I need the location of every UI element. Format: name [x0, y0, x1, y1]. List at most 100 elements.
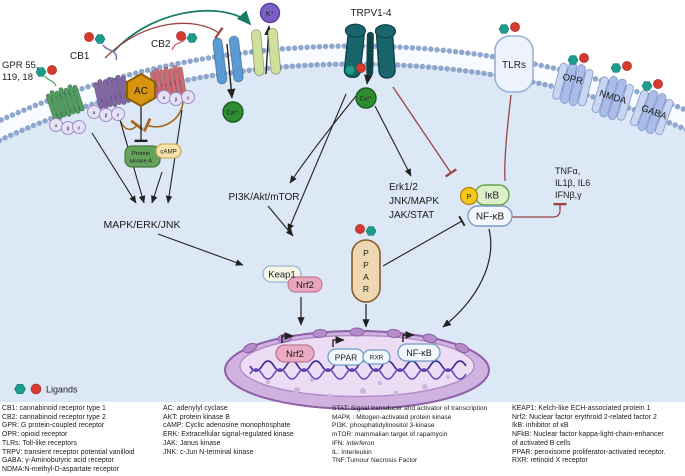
nrf2 — [287, 276, 323, 293]
g-gamma-label: γ — [78, 126, 81, 131]
g-alpha-label: α — [55, 124, 58, 129]
nrf2-label: Nrf2 — [296, 280, 314, 291]
opr-label: OPR — [561, 72, 584, 88]
dna-helix — [249, 360, 467, 380]
nucleus-rxr — [362, 349, 391, 365]
cytokines-line1: TNFα, — [555, 166, 580, 176]
nucleus-nfkb — [397, 343, 441, 362]
abbr-line: AC: adenylyl cyclase — [163, 405, 228, 412]
phospho-p — [459, 186, 479, 206]
diagram-labels: GPR 55, 119, 18 CB1 CB2 TRPV1-4 TLRs OPR… — [2, 8, 669, 231]
legend-teal-ligand-icon — [14, 383, 26, 395]
abbr-line: AKT: protein kinase B — [163, 413, 230, 421]
ifn-word: interferon — [346, 439, 375, 447]
nfkb-label: NF-κB — [476, 212, 505, 223]
cb2-g-protein: α β γ — [157, 90, 195, 106]
ppar-letter: P — [363, 248, 369, 258]
abbr-line: ERK: Extracellular signal-regulated kina… — [163, 431, 294, 439]
ca-ion-trpv — [355, 87, 377, 109]
gpr-g-protein: α β γ — [49, 118, 86, 135]
abbr-line: GPR: G protein-coupled receptor — [2, 422, 105, 430]
abbr-line-ifn: IFN: interferon — [332, 440, 487, 449]
ifn-prefix: IFN: — [332, 439, 347, 447]
abbreviation-column-4: KEAP1: Kelch-like ECH-associated protein… — [512, 405, 666, 466]
ppar — [351, 239, 381, 303]
ca-to-pi3k-arrow — [289, 95, 357, 184]
tlrs-receptor — [494, 35, 534, 93]
ppar-letter: R — [363, 284, 369, 294]
abbr-line: JNK: c-Jun N-terminal kinase — [163, 448, 254, 456]
cb2-ligands — [176, 31, 198, 43]
ligand-legend: Ligands — [14, 383, 78, 395]
abbreviation-column-2: AC: adenylyl cyclase AKT: protein kinase… — [163, 405, 294, 457]
abbr-line: NFkB: Nuclear factor kappa-light-chain-e… — [512, 431, 664, 439]
ppar-letter: P — [363, 260, 369, 270]
pi3k-akt-mtor-label: PI3K/Akt/mTOR — [229, 192, 300, 203]
ca-ion-label: Ca²⁺ — [360, 96, 373, 103]
g-beta-label: β — [67, 126, 70, 132]
abbr-line: of activated B cells — [512, 439, 571, 447]
mapk-to-keap1-arrow — [157, 233, 244, 266]
erk-block-line3: JAK/STAT — [389, 210, 434, 221]
abbr-line: Nrf2: Nuclear factor erythroid 2-related… — [512, 413, 657, 421]
k-ion-label: K⁺ — [266, 10, 275, 18]
abbr-line: PI3K: phosphatidylinositol 3-kinase — [332, 422, 435, 430]
abbr-line: RXR: retinoid X receptor — [512, 457, 588, 465]
abbr-line: IL: Interleukin — [332, 448, 372, 456]
pathway-arrows — [91, 9, 567, 328]
tlrs-ligands — [498, 22, 520, 34]
abbr-line: TLRs: Toll-like receptors — [2, 439, 78, 447]
abbr-line: mTOR: mammalian target of rapamycin — [332, 431, 448, 439]
camp — [155, 143, 182, 159]
gpr-nterminal-tail — [44, 75, 57, 87]
ca-influx-arrow — [226, 43, 236, 99]
p-label: P — [466, 192, 471, 201]
ca-to-erk-arrow — [374, 105, 412, 177]
ca-ion-label: Ca²⁺ — [227, 110, 240, 117]
abbreviation-column-1: CB1: cannabinoid receptor type 1 CB2: ca… — [2, 405, 135, 475]
g-beta-label: β — [175, 97, 178, 103]
g-gamma-label: γ — [187, 96, 190, 101]
g-alpha-label: α — [93, 111, 96, 116]
cytokines-line2: IL1β, IL6 — [555, 178, 590, 188]
ac-label: AC — [134, 86, 148, 97]
keap1-label: Keap1 — [268, 270, 295, 281]
trpv-inhibits-ikb — [392, 86, 457, 178]
abbreviation-column-3: STAT: Signal transducer and activator of… — [332, 405, 487, 466]
ca-ion-channel — [222, 101, 244, 123]
nfkb — [467, 205, 513, 227]
abbr-line: STAT: Signal transducer and activator of… — [332, 405, 488, 412]
abbr-line: IkB: inhibitor of κB — [512, 422, 569, 430]
cb1-to-k-channel-arrow — [112, 9, 252, 53]
tlrs-label: TLRs — [502, 60, 526, 71]
camp-label: cAMP — [160, 149, 177, 156]
cb2-gi-inhibits-ac — [142, 101, 184, 133]
intracellular-molecules: AC Protein kinase A cAMP Ca²⁺ Ca²⁺ K⁺ Ke… — [124, 2, 513, 303]
erk-block-line2: JNK/MAPK — [389, 196, 439, 207]
pka-label-line2: kinase A — [130, 159, 152, 165]
abbr-line: PPAR: peroxisome proliferator-activated … — [512, 448, 666, 456]
cb1-inhibits-ca-channel — [104, 22, 224, 59]
ppar-letter: A — [363, 272, 369, 282]
nucleus-speckles — [265, 374, 451, 399]
nucleus-rxr-label: RXR — [370, 355, 384, 362]
cb1-g-protein: α β γ — [87, 105, 125, 122]
abbr-line: NDMA:N-methyl-D-aspartate receptor — [2, 465, 119, 473]
abbr-line: GABA: γ-Aminobutyric acid receptor — [2, 457, 114, 465]
transcription-arrows — [281, 331, 415, 347]
g-alpha-label: α — [163, 96, 166, 101]
abbr-line: JAK: Janus kinase — [163, 439, 221, 447]
abbr-line: CB1: cannabinoid receptor type 1 — [2, 405, 106, 412]
gpr-label-line1: GPR 55, — [2, 60, 38, 71]
tlrs-to-ikb-line — [504, 94, 512, 182]
nfkb-to-nucleus-arrow — [442, 228, 492, 328]
gpr-label-line2: 119, 18 — [2, 72, 33, 83]
abbr-line: TNF:Tumour Necrosis Factor — [332, 457, 418, 465]
pka-label-line1: Protein — [132, 151, 150, 157]
cb1-label: CB1 — [70, 51, 90, 62]
abbr-line: OPR: opioid receptor — [2, 431, 68, 439]
gpr-to-mapk-arrow — [91, 132, 137, 204]
pi3k-down-arrow — [267, 205, 294, 237]
